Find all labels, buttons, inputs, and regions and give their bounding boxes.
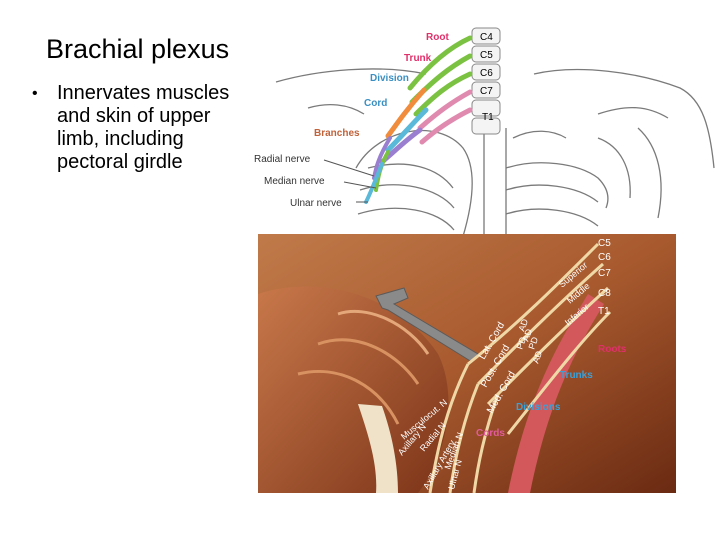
photo-level-roots: Roots (598, 344, 627, 355)
photo-level-divisions: Divisions (516, 402, 561, 413)
shoulder-muscle (258, 286, 449, 493)
leader-lines (323, 159, 377, 203)
photo-level-trunks: Trunks (560, 370, 593, 381)
photo-root-c7: C7 (598, 268, 611, 279)
photo-division-3: PD (526, 335, 540, 351)
label-radial-nerve: Radial nerve (254, 154, 311, 165)
photo-root-c8: C8 (598, 288, 611, 299)
photo-division-5: AD (530, 349, 544, 365)
spinal-level-c7: C7 (480, 86, 493, 97)
photo-division-4: PD (514, 335, 528, 351)
photo-level-cords: Cords (476, 428, 505, 439)
plexus-schematic (364, 35, 473, 204)
dissection-photo: C5 C6 C7 C8 T1 Superior Middle Inferior … (258, 234, 676, 493)
label-root: Root (426, 32, 449, 43)
nerve-strands (428, 242, 612, 493)
photo-division-1: AD (516, 317, 530, 333)
spinal-level-c4: C4 (480, 32, 493, 43)
plexus-diagram: Root Trunk Division Cord Branches C4 C5 … (254, 27, 715, 240)
spinal-level-c5: C5 (480, 50, 493, 61)
spinal-level-t1: T1 (482, 112, 494, 123)
label-cord: Cord (364, 98, 387, 109)
bullet-text: Innervates muscles and skin of upper lim… (57, 82, 230, 173)
photo-root-c6: C6 (598, 252, 611, 263)
label-branches: Branches (314, 128, 360, 139)
label-trunk: Trunk (404, 53, 432, 64)
bullet-dot: • (32, 85, 38, 102)
label-ulnar-nerve: Ulnar nerve (290, 198, 342, 209)
vertebrae (471, 27, 501, 135)
label-median-nerve: Median nerve (264, 176, 325, 187)
photo-division-2: AD (520, 327, 534, 343)
spinal-level-c6: C6 (480, 68, 493, 79)
label-division: Division (370, 73, 409, 84)
photo-root-c5: C5 (598, 238, 611, 249)
bullet-item: • Innervates muscles and skin of upper l… (32, 82, 242, 174)
photo-root-t1: T1 (598, 306, 610, 317)
slide-title: Brachial plexus (46, 34, 230, 64)
